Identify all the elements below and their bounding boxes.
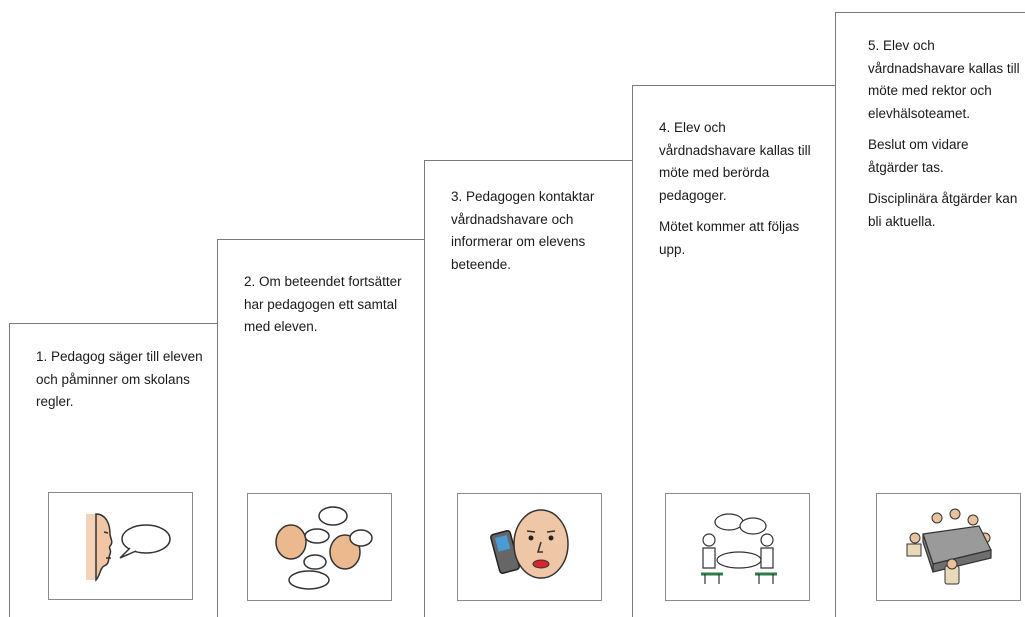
- step-2-paragraph-1: 2. Om beteendet fortsätter har pedagogen…: [244, 274, 402, 334]
- conference-table-icon: [906, 508, 992, 585]
- step-3-paragraph-1: 3. Pedagogen kontaktar vårdnadshavare oc…: [451, 189, 595, 272]
- step-3-picture: [457, 493, 602, 601]
- step-4-picture: [665, 493, 810, 601]
- step-5-paragraph-2: Beslut om vidare åtgärder tas.: [868, 137, 969, 175]
- step-3: 3. Pedagogen kontaktar vårdnadshavare oc…: [424, 160, 634, 617]
- step-5-paragraph-3: Disciplinära åtgärder kan bli aktuella.: [868, 191, 1018, 229]
- step-1: 1. Pedagog säger till eleven och påminne…: [9, 323, 218, 617]
- step-1-picture: [48, 492, 193, 600]
- step-1-text: 1. Pedagog säger till eleven och påminne…: [36, 346, 205, 423]
- step-5-paragraph-1: 5. Elev och vårdnadshavare kallas till m…: [868, 38, 1020, 121]
- step-2-text: 2. Om beteendet fortsätter har pedagogen…: [244, 271, 413, 348]
- step-4-paragraph-1: 4. Elev och vårdnadshavare kallas till m…: [659, 120, 811, 203]
- step-5-text: 5. Elev och vårdnadshavare kallas till m…: [868, 35, 1022, 242]
- step-5: 5. Elev och vårdnadshavare kallas till m…: [835, 12, 1025, 617]
- step-1-paragraph-1: 1. Pedagog säger till eleven och påminne…: [36, 349, 203, 409]
- phone-call-icon: [489, 509, 569, 579]
- step-4-text: 4. Elev och vårdnadshavare kallas till m…: [659, 117, 823, 270]
- step-4-paragraph-2: Mötet kommer att följas upp.: [659, 219, 800, 257]
- meeting-icon: [700, 513, 777, 584]
- step-4: 4. Elev och vårdnadshavare kallas till m…: [632, 85, 836, 617]
- step-5-picture: [876, 493, 1021, 601]
- step-2: 2. Om beteendet fortsätter har pedagogen…: [217, 239, 426, 617]
- speaking-face-icon: [85, 513, 171, 582]
- step-3-text: 3. Pedagogen kontaktar vårdnadshavare oc…: [451, 186, 621, 285]
- step-2-picture: [247, 493, 392, 601]
- conversation-icon: [274, 506, 373, 590]
